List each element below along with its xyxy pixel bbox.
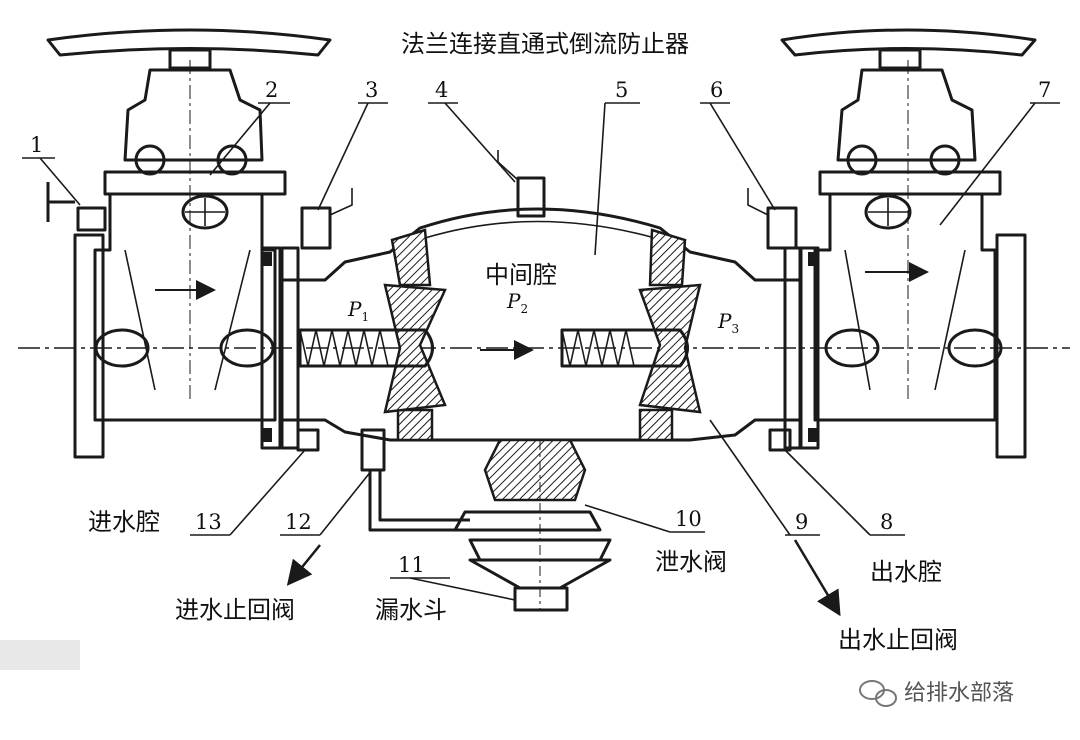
wechat-icon [859,680,897,707]
blurred-artifact [0,640,80,670]
part-number-8: 8 [880,510,893,534]
part-number-10: 10 [675,507,702,531]
label-drain-funnel: 漏水斗 [375,596,447,624]
watermark-text: 给排水部落 [904,681,1014,706]
part-number-5: 5 [615,78,628,102]
label-inlet-check-valve: 进水止回阀 [175,596,295,624]
right-gate-valve [780,28,1037,459]
part-number-2: 2 [265,78,278,102]
pressure-p2: P2 [506,289,528,316]
part-number-4: 4 [435,78,448,102]
diagram-title: 法兰连接直通式倒流防止器 [401,30,689,58]
left-gate-valve [46,28,332,459]
label-inlet-chamber: 进水腔 [88,508,160,536]
pressure-p3: P3 [717,309,739,336]
part-number-6: 6 [710,78,723,102]
label-drain-valve: 泄水阀 [655,548,727,576]
part-number-11: 11 [398,553,425,577]
label-outlet-chamber: 出水腔 [870,558,942,586]
part-number-7: 7 [1038,78,1051,102]
part-number-leaders [22,102,1060,617]
pressure-p1: P1 [347,297,369,324]
part-number-12: 12 [285,510,312,534]
drain-valve-assembly [453,438,612,612]
part-number-1: 1 [30,133,43,157]
part-number-13: 13 [195,510,222,534]
label-outlet-check-valve: 出水止回阀 [838,626,958,654]
check-valve-body [280,150,803,532]
wechat-watermark: 给排水部落 [859,680,1014,707]
label-middle-chamber: 中间腔 [485,261,557,289]
part-number-3: 3 [365,78,378,102]
part-number-9: 9 [795,510,808,534]
